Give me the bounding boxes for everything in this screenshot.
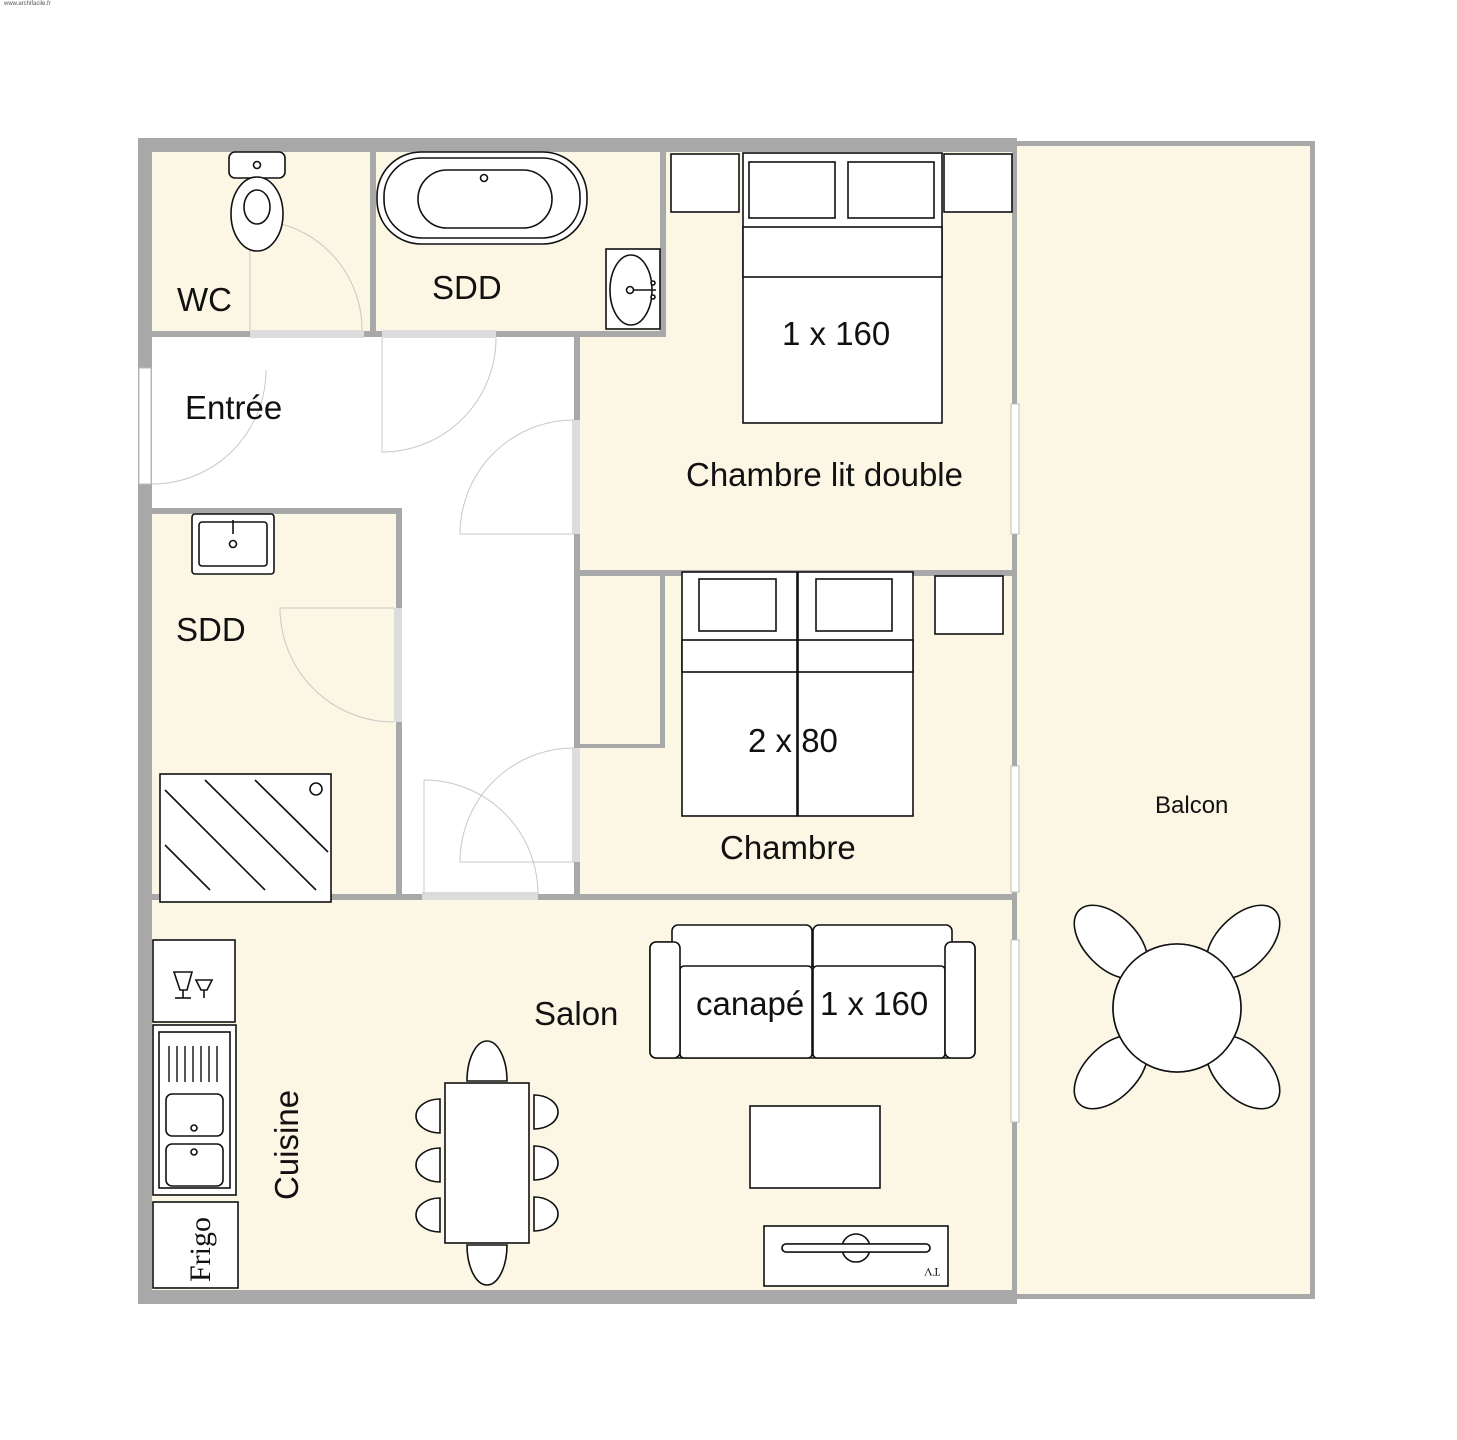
label-chambre: Chambre <box>720 829 856 866</box>
door-entree-swing[interactable] <box>151 369 267 485</box>
wall-top <box>138 138 1016 152</box>
door-wc-frame <box>250 330 364 338</box>
label-bed-double: 1 x 160 <box>782 315 890 352</box>
wall-right-apartment <box>1012 138 1017 1304</box>
door-sdd-left-swing[interactable] <box>279 607 395 723</box>
window-entree <box>138 367 152 485</box>
label-salon: Salon <box>534 995 618 1032</box>
label-sofa-right: 1 x 160 <box>820 985 928 1022</box>
label-chambre-double: Chambre lit double <box>686 456 963 493</box>
label-sdd-top: SDD <box>432 269 502 306</box>
wall-left <box>138 138 152 1304</box>
label-entree: Entrée <box>185 389 282 426</box>
furniture-labels: 1 x 160 2 x 80 canapé 1 x 160 Frigo TV <box>184 315 940 1282</box>
floor-couloir <box>400 338 574 896</box>
fridge-icon <box>152 1201 239 1289</box>
wash-basin-icon <box>605 248 661 330</box>
label-tv: TV <box>924 1265 940 1279</box>
wall-closet-right <box>660 574 665 748</box>
door-sdd-top-swing[interactable] <box>381 337 497 453</box>
door-sdd-left-frame <box>394 608 402 722</box>
label-cuisine: Cuisine <box>268 1090 305 1200</box>
door-salon-swing[interactable] <box>423 779 539 895</box>
door-chambre-double-swing[interactable] <box>459 419 575 535</box>
floor-balcon <box>1016 144 1313 1296</box>
double-bed-icon <box>670 152 1013 424</box>
wall-balcon-right <box>1310 141 1315 1298</box>
door-salon-frame <box>422 892 538 900</box>
watermark: www.archifacile.fr <box>4 1 51 7</box>
label-sofa-left: canapé <box>696 985 804 1022</box>
wall-balcon-top <box>1012 141 1315 146</box>
doors <box>151 219 580 900</box>
toilet-icon <box>228 151 286 252</box>
wall-couloir-right <box>574 334 580 896</box>
furniture <box>152 151 1281 1289</box>
window-chambre <box>1010 765 1020 893</box>
wall-entree-bottom <box>152 508 400 514</box>
shower-tray-icon <box>159 773 332 903</box>
door-chambre-frame <box>572 748 580 862</box>
balcony-table-icon <box>1073 904 1281 1110</box>
label-wc: WC <box>177 281 232 318</box>
wall-closet-bottom <box>578 744 665 748</box>
wall-bottom <box>138 1290 1016 1304</box>
label-balcon: Balcon <box>1155 792 1228 819</box>
wine-cabinet-icon <box>152 939 236 1023</box>
wall-wc-sdd <box>370 152 376 334</box>
window-chambre-double <box>1010 403 1020 535</box>
door-chambre-double-frame <box>572 420 580 534</box>
label-sdd-left: SDD <box>176 611 246 648</box>
sink-cabinet-icon <box>191 513 275 575</box>
wall-salon-top <box>152 894 1014 900</box>
sofa-icon <box>649 924 976 1059</box>
tv-unit-icon <box>763 1225 949 1287</box>
label-frigo: Frigo <box>184 1217 217 1282</box>
windows <box>138 367 1020 1123</box>
door-chambre-swing[interactable] <box>459 747 575 863</box>
window-salon <box>1010 939 1020 1123</box>
kitchen-sink-icon <box>152 1024 237 1196</box>
wall-sdd-chambre <box>660 152 666 336</box>
door-sdd-top-frame <box>382 330 496 338</box>
label-beds-twin: 2 x 80 <box>748 722 838 759</box>
twin-beds-icon <box>681 571 1004 817</box>
dining-table-icon <box>415 1040 559 1286</box>
wall-balcon-bottom <box>1012 1294 1315 1299</box>
bathtub-icon <box>376 151 588 245</box>
room-labels: WC SDD Entrée Chambre lit double SDD Cha… <box>176 269 1228 1200</box>
coffee-table-icon <box>749 1105 881 1189</box>
